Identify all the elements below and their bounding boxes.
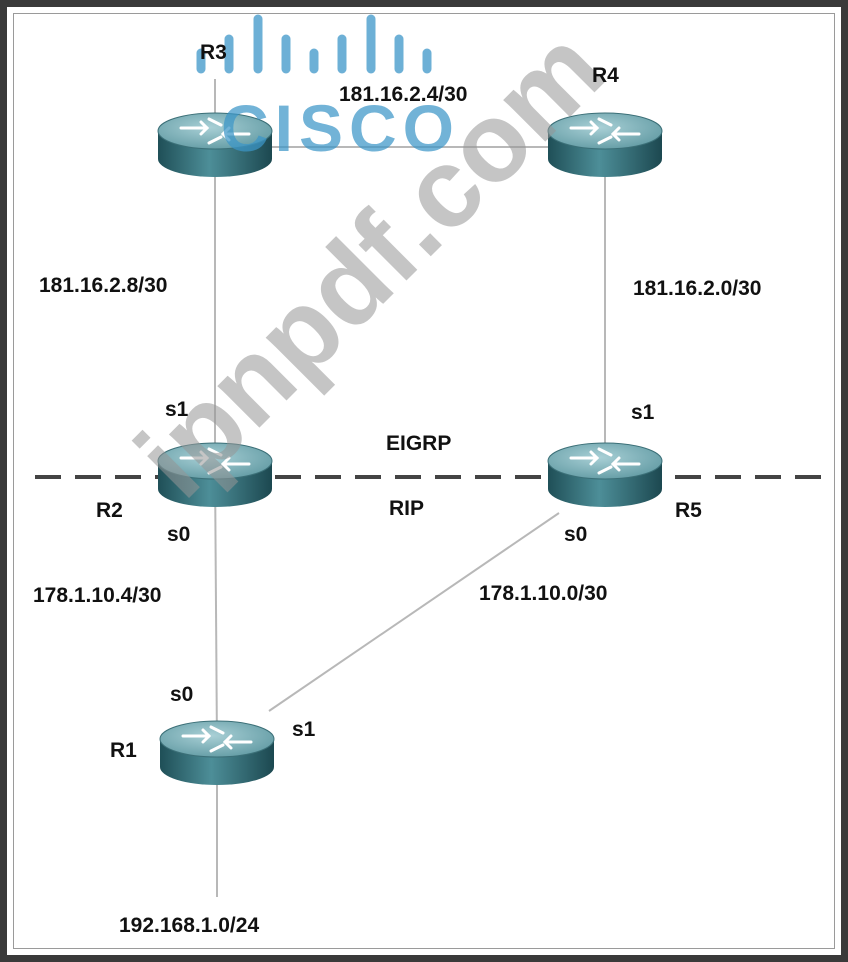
interface-r1-s0: s0 [170, 683, 194, 706]
subnet-r3-r4: 181.16.2.4/30 [339, 83, 468, 106]
cisco-logo-bars [196, 14, 432, 74]
subnet-r2-r1: 178.1.10.4/30 [33, 584, 162, 607]
cisco-logo-text: CISCO [221, 91, 461, 165]
domain-label-eigrp: EIGRP [386, 432, 452, 455]
interface-r5-s0: s0 [564, 523, 588, 546]
interface-r5-s1: s1 [631, 401, 655, 424]
link-r5-r1 [268, 512, 560, 712]
router-r4-label: R4 [592, 64, 619, 87]
subnet-r4-r5: 181.16.2.0/30 [633, 277, 762, 300]
router-r3-label: R3 [200, 41, 227, 64]
diagram-inner-border [13, 13, 835, 949]
network-topology [35, 14, 829, 897]
subnet-r5-r1: 178.1.10.0/30 [479, 582, 608, 605]
router-r5-icon [546, 441, 664, 509]
router-r2-label: R2 [96, 499, 123, 522]
router-r1-label: R1 [110, 739, 137, 762]
subnet-lan: 192.168.1.0/24 [119, 914, 260, 937]
router-r1-icon [158, 719, 276, 787]
subnet-r3-r2: 181.16.2.8/30 [39, 274, 168, 297]
link-r2-r1 [214, 466, 218, 748]
router-r5-label: R5 [675, 499, 702, 522]
interface-r2-s1: s1 [165, 398, 189, 421]
interface-r1-s1: s1 [292, 718, 316, 741]
interface-r2-s0: s0 [167, 523, 191, 546]
domain-label-rip: RIP [389, 497, 425, 520]
